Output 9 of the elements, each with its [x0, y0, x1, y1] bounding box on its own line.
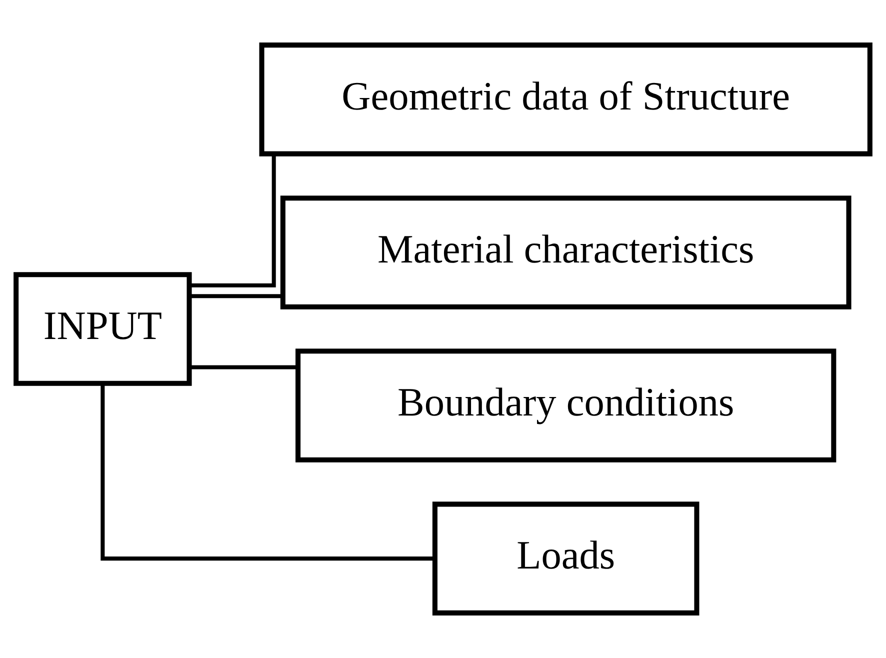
node-box: Boundary conditions [295, 348, 836, 462]
connector [190, 365, 298, 370]
node-box: Loads [432, 502, 700, 616]
connector [190, 294, 282, 298]
connector [190, 154, 276, 288]
node-box: Material characteristics [280, 196, 852, 310]
node-box: INPUT [14, 272, 192, 386]
connector [100, 383, 434, 561]
node-box: Geometric data of Structure [259, 42, 872, 156]
